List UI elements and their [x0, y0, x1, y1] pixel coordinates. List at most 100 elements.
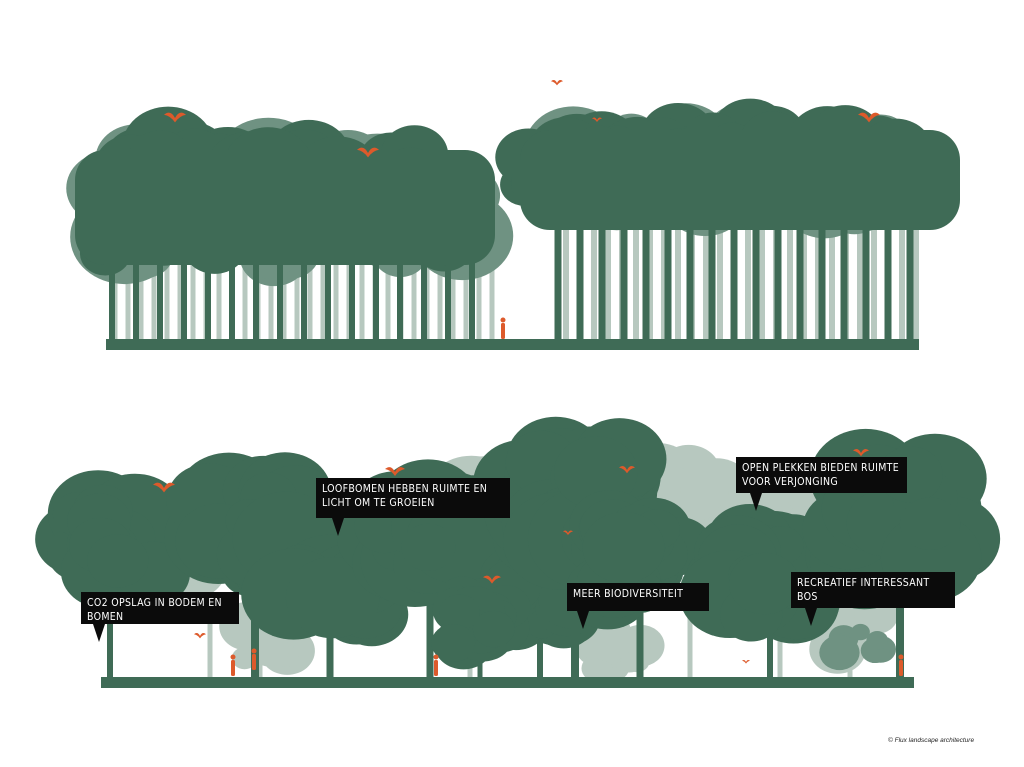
deciduous-crown-blob	[728, 552, 800, 615]
pine-trunk	[774, 205, 782, 340]
person-figure	[252, 654, 256, 670]
background-trunk	[703, 210, 709, 340]
background-trunk	[815, 210, 821, 340]
background-trunk	[164, 250, 170, 340]
background-trunk	[745, 210, 751, 340]
person-figure-head	[500, 317, 506, 323]
pine-trunk	[862, 205, 870, 340]
person-figure-head	[251, 648, 257, 654]
background-trunk	[307, 250, 313, 340]
background-trunk	[899, 210, 905, 340]
deciduous-crown-blob	[87, 534, 149, 588]
callout-open-text: OPEN PLEKKEN BIEDEN RUIMTE VOOR VERJONGI…	[742, 462, 899, 488]
pine-trunk	[686, 205, 694, 340]
deciduous-crown-blob	[582, 511, 665, 584]
conifer-trunk	[349, 240, 355, 340]
person-figure	[501, 323, 505, 339]
callout-co2-pointer	[93, 624, 105, 642]
background-trunk	[913, 210, 919, 340]
background-trunk	[320, 250, 326, 340]
background-trunk	[333, 250, 339, 340]
bird-silhouette	[592, 117, 602, 122]
deciduous-crown-blob	[431, 624, 476, 663]
conifer-trunk	[181, 240, 187, 340]
callout-biodiversity-text: MEER BIODIVERSITEIT	[573, 588, 684, 600]
background-trunk	[605, 210, 611, 340]
background-trunk	[437, 250, 443, 340]
deciduous-trunk	[426, 540, 434, 678]
background-trunk	[450, 250, 456, 340]
birds	[153, 80, 880, 664]
conifer-trunk	[205, 240, 211, 340]
callout-biodiversity: MEER BIODIVERSITEIT	[567, 583, 709, 629]
deciduous-crown-blob	[401, 523, 456, 571]
pine-trunk	[818, 205, 826, 340]
background-trunk	[125, 250, 131, 340]
callout-loofbomen-pointer	[332, 518, 344, 536]
conifer-trunk	[109, 240, 115, 340]
background-crown-blob	[249, 632, 290, 667]
background-trunk	[489, 250, 495, 340]
callout-deciduous-space: LOOFBOMEN HEBBEN RUIMTE EN LICHT OM TE G…	[316, 478, 510, 536]
conifer-trunk	[421, 240, 427, 340]
pine-trunk	[554, 205, 562, 340]
background-trunk	[359, 250, 365, 340]
background-trunk	[294, 250, 300, 340]
callout-open-pointer	[750, 493, 762, 511]
bird-silhouette	[194, 633, 206, 639]
background-trunk	[759, 210, 765, 340]
pine-trunk	[598, 205, 606, 340]
conifer-trunk	[157, 240, 163, 340]
background-trunk	[675, 210, 681, 340]
pine-trunk	[752, 205, 760, 340]
pine-trunk	[642, 205, 650, 340]
callout-loofbomen-text: LOOFBOMEN HEBBEN RUIMTE EN LICHT OM TE G…	[322, 483, 488, 509]
pine-trunk	[664, 205, 672, 340]
bird-silhouette	[357, 147, 379, 158]
top-ground-strip	[106, 339, 919, 350]
pine-trunk	[620, 205, 628, 340]
background-trunk	[268, 250, 274, 340]
background-crown-blob	[585, 620, 633, 662]
bird-silhouette	[483, 575, 501, 584]
background-trunk	[563, 210, 569, 340]
pine-trunk	[730, 205, 738, 340]
conifer-canopy-mass	[75, 150, 495, 265]
callout-recreatief-text: RECREATIEF INTERESSANT BOS	[797, 577, 930, 603]
deciduous-crown-blob	[472, 610, 515, 648]
person-figure-head	[898, 654, 904, 660]
background-trunk	[242, 250, 248, 340]
pine-trunk	[796, 205, 804, 340]
pine-trunk	[884, 205, 892, 340]
conifer-trunk	[133, 240, 139, 340]
background-trunk	[591, 210, 597, 340]
background-trunk	[717, 210, 723, 340]
conifer-trunk	[445, 240, 451, 340]
bird-silhouette	[858, 112, 880, 123]
deciduous-trunk	[636, 560, 644, 678]
background-trunk	[476, 250, 482, 340]
background-trunk	[385, 250, 391, 340]
background-trunk	[801, 210, 807, 340]
bottom-ground-strip	[101, 677, 914, 688]
deciduous-crown-blob	[439, 594, 480, 631]
callout-recreatief-pointer	[805, 608, 817, 626]
bottom-panel-mixed-forest	[35, 416, 1001, 688]
bird-silhouette	[619, 466, 635, 474]
background-trunk	[411, 250, 417, 340]
bottom-foreground-trees	[35, 416, 1001, 678]
background-trunk	[151, 250, 157, 340]
bird-silhouette	[563, 530, 573, 535]
pine-trunk	[708, 205, 716, 340]
shrub-blob	[866, 631, 889, 650]
bird-silhouette	[385, 467, 405, 476]
callout-co2-text: CO2 OPSLAG IN BODEM EN BOMEN	[87, 597, 222, 623]
conifer-trunk	[397, 240, 403, 340]
top-panel-monoculture-forest	[66, 98, 960, 350]
background-trunk	[857, 210, 863, 340]
bird-silhouette	[551, 80, 563, 86]
conifer-trunk	[229, 240, 235, 340]
top-figures	[500, 317, 506, 339]
callout-recreational: RECREATIEF INTERESSANT BOS	[791, 572, 955, 626]
